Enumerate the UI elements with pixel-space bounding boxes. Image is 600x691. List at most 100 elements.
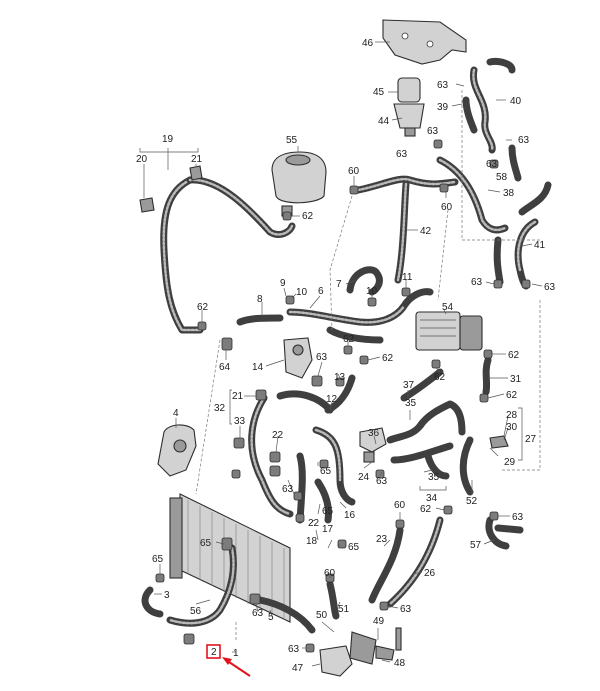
callout-56: 56 [190, 606, 202, 617]
cap-part [397, 77, 421, 103]
aux-pump [283, 337, 313, 379]
callout-24: 24 [358, 472, 370, 483]
oil-cooler [415, 311, 461, 351]
sensor-part [393, 103, 425, 129]
callout-labels: 46 45 44 63 39 40 63 63 63 63 58 38 19 2… [136, 38, 556, 674]
sensor-nozzle [404, 127, 416, 137]
callout-65: 65 [320, 466, 332, 477]
callout-39: 39 [437, 102, 449, 113]
clip-part [139, 197, 155, 213]
callout-28: 28 [506, 410, 518, 421]
callout-63: 63 [427, 126, 439, 137]
callout-29: 29 [504, 457, 516, 468]
callout-55: 55 [286, 135, 298, 146]
callout-62: 62 [420, 504, 432, 515]
callout-65: 65 [322, 506, 334, 517]
auxiliary-pump [319, 645, 353, 677]
callout-65: 65 [348, 542, 360, 553]
callout-23: 23 [376, 534, 388, 545]
callout-45: 45 [373, 87, 385, 98]
callout-2-highlighted: 2 [211, 647, 217, 658]
callout-52: 52 [466, 496, 478, 507]
callout-41: 41 [534, 240, 546, 251]
callout-4: 4 [173, 408, 179, 419]
callout-44: 44 [378, 116, 390, 127]
callout-40: 40 [510, 96, 522, 107]
callout-14: 14 [252, 362, 264, 373]
callout-63: 63 [376, 476, 388, 487]
callout-60: 60 [324, 568, 336, 579]
callout-62: 62 [343, 334, 355, 345]
callout-5: 5 [268, 612, 274, 623]
callout-63: 63 [437, 80, 449, 91]
callout-42: 42 [420, 226, 432, 237]
callout-30: 30 [506, 422, 518, 433]
callout-21: 21 [191, 154, 203, 165]
callout-58: 58 [496, 172, 508, 183]
highlight-box [206, 644, 221, 659]
callout-54: 54 [442, 302, 454, 313]
callout-27: 27 [525, 434, 537, 445]
callout-17: 17 [322, 524, 334, 535]
callout-63: 63 [471, 277, 483, 288]
callout-60: 60 [348, 166, 360, 177]
callout-35: 35 [405, 398, 417, 409]
callout-37: 37 [403, 380, 415, 391]
callout-9: 9 [280, 278, 286, 289]
radiator-tank [169, 497, 183, 579]
highlight-marker [206, 644, 251, 677]
callout-16: 16 [344, 510, 356, 521]
callout-22: 22 [272, 430, 284, 441]
callout-22: 22 [308, 518, 320, 529]
callout-60: 60 [394, 500, 406, 511]
callout-13: 13 [334, 372, 346, 383]
callout-64: 64 [219, 362, 231, 373]
callout-3: 3 [164, 590, 170, 601]
callout-19: 19 [162, 134, 174, 145]
callout-48: 48 [394, 658, 406, 669]
callout-6: 6 [318, 286, 324, 297]
highlight-arrow-head [222, 657, 232, 665]
callout-63: 63 [544, 282, 556, 293]
leader-lines [139, 41, 543, 667]
callout-63: 63 [400, 604, 412, 615]
callout-10: 10 [296, 287, 308, 298]
callout-46: 46 [362, 38, 374, 49]
callout-35: 35 [428, 472, 440, 483]
callout-63: 63 [252, 608, 264, 619]
callout-38: 38 [503, 188, 515, 199]
callout-20: 20 [136, 154, 148, 165]
expansion-tank [271, 151, 327, 204]
callout-63: 63 [512, 512, 524, 523]
thermostat-housing [359, 427, 387, 453]
callout-62: 62 [382, 353, 394, 364]
callout-47: 47 [292, 663, 304, 674]
callout-34: 34 [426, 493, 438, 504]
callout-65: 65 [152, 554, 164, 565]
callout-63: 63 [396, 149, 408, 160]
callout-62: 62 [434, 372, 446, 383]
callout-65: 65 [200, 538, 212, 549]
bracket-part [382, 19, 467, 65]
callout-7: 7 [336, 279, 342, 290]
callout-31: 31 [510, 374, 522, 385]
callout-62: 62 [197, 302, 209, 313]
callout-63: 63 [316, 352, 328, 363]
callout-62: 62 [506, 390, 518, 401]
callout-51: 51 [338, 604, 350, 615]
clip-part [189, 165, 203, 181]
callout-60: 60 [441, 202, 453, 213]
callout-63: 63 [282, 484, 294, 495]
callout-36: 36 [368, 428, 380, 439]
callout-11: 11 [402, 272, 413, 283]
callout-57: 57 [470, 540, 482, 551]
highlight-arrow [225, 659, 251, 677]
callout-62: 62 [302, 211, 314, 222]
callout-21: 21 [232, 391, 244, 402]
callout-32: 32 [214, 403, 226, 414]
callout-49: 49 [373, 616, 385, 627]
callout-10: 10 [366, 286, 378, 297]
callout-1: 1 [233, 648, 239, 659]
callout-8: 8 [257, 294, 263, 305]
callout-63: 63 [518, 135, 530, 146]
